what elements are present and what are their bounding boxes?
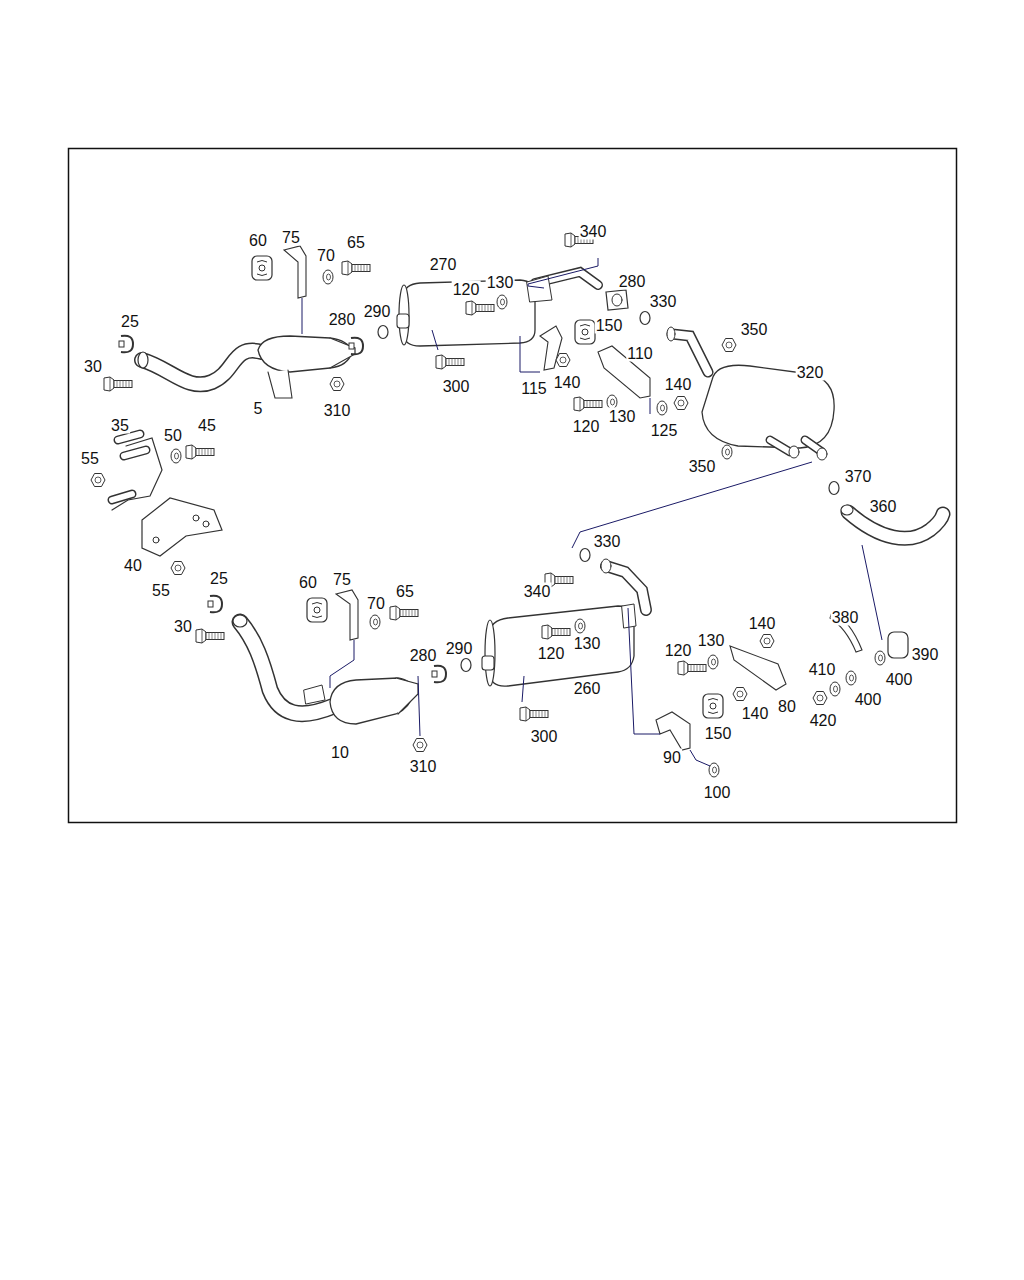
callout-number: 60: [298, 574, 318, 591]
callout-number: 300: [442, 378, 471, 395]
callout-number: 70: [366, 595, 386, 612]
callout-number: 10: [330, 744, 350, 761]
callout-number: 350: [688, 458, 717, 475]
callout-number: 75: [281, 229, 301, 246]
callout-number: 140: [748, 615, 777, 632]
callout-number: 350: [740, 321, 769, 338]
callout-number: 55: [80, 450, 100, 467]
callout-number: 280: [328, 311, 357, 328]
callout-number: 115: [520, 380, 548, 397]
callout-number: 35: [110, 417, 130, 434]
callout-number: 90: [662, 749, 682, 766]
callout-number: 40: [123, 557, 143, 574]
callout-number: 330: [593, 533, 622, 550]
callout-number: 120: [572, 418, 601, 435]
callout-number: 140: [741, 705, 770, 722]
callout-number: 290: [445, 640, 474, 657]
callout-number: 50: [163, 427, 183, 444]
callout-number: 75: [332, 571, 352, 588]
callout-number: 125: [650, 422, 679, 439]
callout-number: 55: [151, 582, 171, 599]
callout-number: 340: [523, 583, 552, 600]
callout-number: 140: [664, 376, 693, 393]
callout-number: 65: [395, 583, 415, 600]
callout-number: 280: [409, 647, 438, 664]
callout-number: 5: [253, 400, 264, 417]
callout-number: 360: [869, 498, 898, 515]
callout-number: 120: [537, 645, 566, 662]
callout-number: 290: [363, 303, 392, 320]
callout-number: 70: [316, 247, 336, 264]
callout-number: 400: [885, 671, 914, 688]
callout-number: 310: [323, 402, 352, 419]
callout-number: 100: [703, 784, 732, 801]
callout-number: 30: [173, 618, 193, 635]
callout-number: 30: [83, 358, 103, 375]
callout-number: 130: [608, 408, 637, 425]
callout-number: 45: [197, 417, 217, 434]
callout-number: 400: [854, 691, 883, 708]
callout-number: 150: [595, 317, 624, 334]
callout-number: 80: [777, 698, 797, 715]
callout-number: 280: [618, 273, 647, 290]
callout-number: 110: [626, 345, 654, 362]
callout-number: 60: [248, 232, 268, 249]
callout-number: 410: [808, 661, 837, 678]
callout-number: 420: [809, 712, 838, 729]
callout-number: 310: [409, 758, 438, 775]
callout-number: 330: [649, 293, 678, 310]
callout-number: 120: [664, 642, 693, 659]
callout-number: 300: [530, 728, 559, 745]
callout-number: 25: [209, 570, 229, 587]
callout-number: 65: [346, 234, 366, 251]
callout-number: 320: [796, 364, 825, 381]
callout-number: 340: [579, 223, 608, 240]
callout-number: 140: [553, 374, 582, 391]
callout-number: 260: [573, 680, 602, 697]
callout-number: 130: [573, 635, 602, 652]
callout-number: 270: [429, 256, 458, 273]
callout-number: 25: [120, 313, 140, 330]
callout-number: 150: [704, 725, 733, 742]
callout-number: 380: [831, 609, 860, 626]
callout-number: 130: [697, 632, 726, 649]
callout-number: 370: [844, 468, 873, 485]
callout-number: 130: [486, 274, 515, 291]
callout-number: 120: [452, 281, 481, 298]
callout-number: 390: [911, 646, 940, 663]
